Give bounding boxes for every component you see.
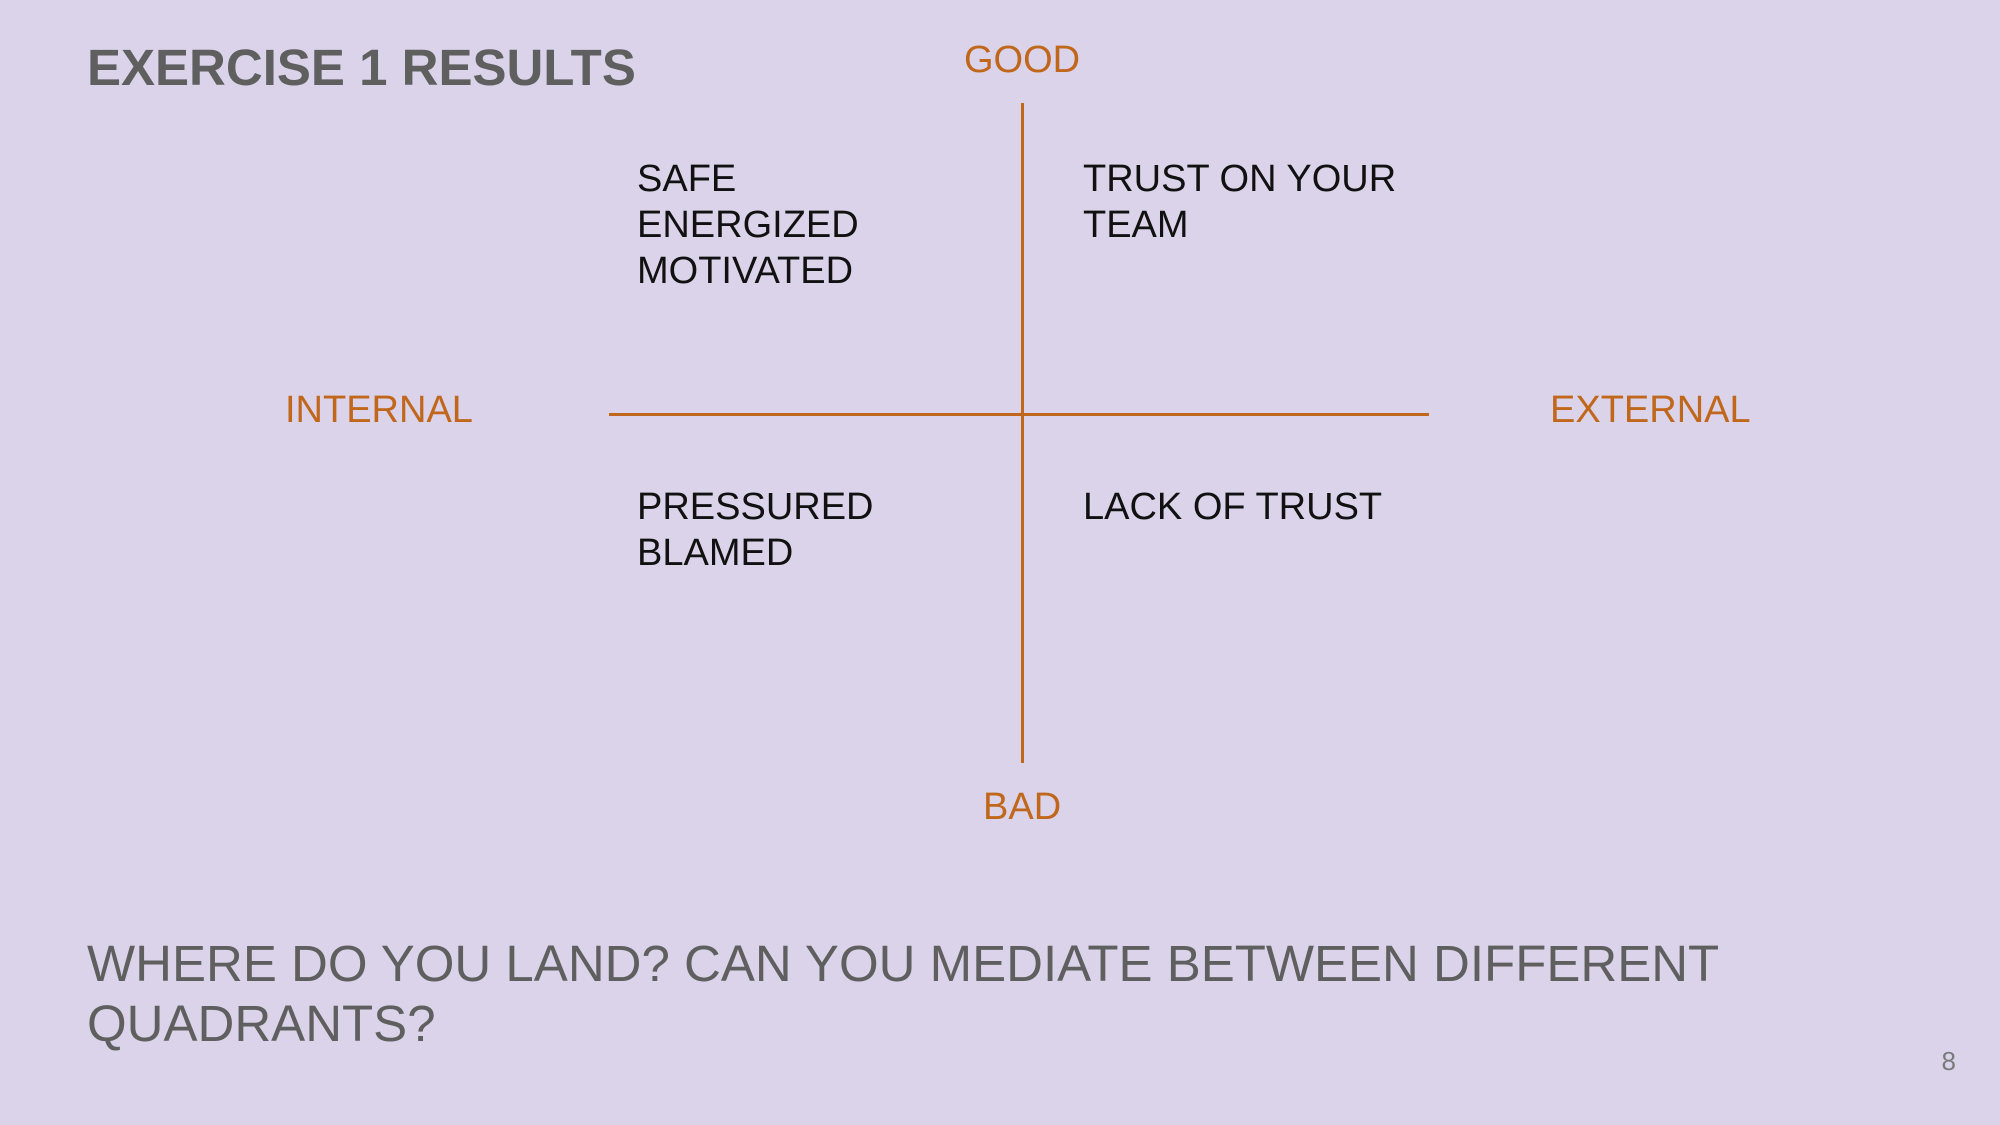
axis-label-top: GOOD — [964, 39, 1081, 81]
slide-title: EXERCISE 1 RESULTS — [87, 39, 636, 96]
quadrant-top-right: TRUST ON YOUR TEAM — [1083, 156, 1396, 248]
discussion-question: WHERE DO YOU LAND? CAN YOU MEDIATE BETWE… — [87, 934, 1719, 1054]
axis-label-right: EXTERNAL — [1550, 389, 1751, 431]
quadrant-item: MOTIVATED — [637, 250, 854, 292]
quadrant-item: ENERGIZED — [637, 204, 859, 246]
quadrant-item: TRUST ON YOUR — [1083, 158, 1397, 200]
horizontal-axis-line — [609, 413, 1429, 416]
quadrant-item: BLAMED — [637, 532, 794, 574]
vertical-axis-line — [1021, 103, 1024, 763]
page-number: 8 — [1941, 1046, 1956, 1076]
question-line: QUADRANTS? — [87, 995, 436, 1052]
axis-label-bottom: BAD — [983, 786, 1062, 828]
axis-label-left: INTERNAL — [285, 389, 473, 431]
quadrant-bottom-right: LACK OF TRUST — [1083, 484, 1382, 530]
quadrant-item: TEAM — [1083, 204, 1189, 246]
quadrant-item: LACK OF TRUST — [1083, 486, 1383, 528]
quadrant-top-left: SAFE ENERGIZED MOTIVATED — [637, 156, 859, 294]
quadrant-bottom-left: PRESSURED BLAMED — [637, 484, 874, 576]
question-line: WHERE DO YOU LAND? CAN YOU MEDIATE BETWE… — [87, 935, 1720, 992]
quadrant-item: SAFE — [637, 158, 737, 200]
quadrant-item: PRESSURED — [637, 486, 874, 528]
